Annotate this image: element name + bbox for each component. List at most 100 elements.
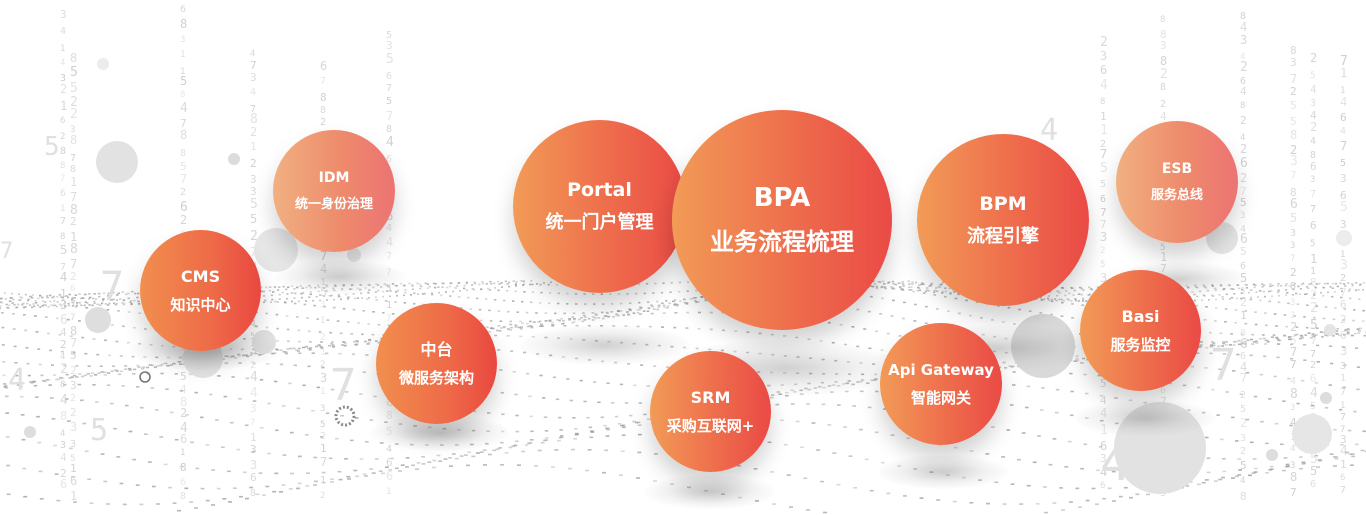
svg-text:5: 5 <box>70 349 77 362</box>
svg-text:2: 2 <box>1310 51 1317 65</box>
svg-text:3: 3 <box>1340 172 1347 185</box>
svg-text:5: 5 <box>1240 459 1247 472</box>
svg-text:2: 2 <box>250 360 256 371</box>
svg-text:7: 7 <box>320 249 327 263</box>
svg-text:3: 3 <box>250 71 257 84</box>
svg-text:7: 7 <box>386 314 391 324</box>
idm-bubble[interactable]: IDM 统一身份治理 <box>273 130 395 252</box>
shadow-srm <box>645 475 775 509</box>
svg-text:4: 4 <box>250 87 256 98</box>
svg-text:7: 7 <box>70 336 77 350</box>
svg-text:6: 6 <box>386 154 392 165</box>
svg-text:7: 7 <box>70 153 76 164</box>
svg-text:7: 7 <box>250 104 256 115</box>
svg-text:8: 8 <box>1290 128 1297 142</box>
svg-text:4: 4 <box>320 262 327 276</box>
svg-text:2: 2 <box>1240 416 1247 430</box>
svg-text:4: 4 <box>1100 406 1107 420</box>
svg-text:3: 3 <box>1100 271 1107 285</box>
svg-text:8: 8 <box>1240 11 1246 22</box>
svg-text:8: 8 <box>1240 101 1245 111</box>
bpa-bubble[interactable]: BPA 业务流程梳理 <box>672 110 892 330</box>
svg-text:4: 4 <box>386 444 392 455</box>
esb-bubble[interactable]: ESB 服务总线 <box>1116 121 1238 243</box>
svg-text:8: 8 <box>1290 470 1297 484</box>
svg-text:4: 4 <box>386 223 392 234</box>
svg-text:4: 4 <box>1310 136 1316 147</box>
svg-text:4: 4 <box>1100 394 1107 407</box>
svg-text:3: 3 <box>1290 228 1296 239</box>
svg-text:1: 1 <box>70 230 77 244</box>
svg-text:4: 4 <box>1240 360 1247 374</box>
zhongtai-bubble[interactable]: 中台 微服务架构 <box>376 303 497 424</box>
svg-text:6: 6 <box>1340 189 1347 202</box>
portal-title: Portal <box>567 179 632 202</box>
svg-text:3: 3 <box>1240 433 1246 444</box>
svg-text:7: 7 <box>1340 425 1345 435</box>
svg-text:4: 4 <box>1040 113 1058 148</box>
svg-text:8: 8 <box>1290 44 1297 57</box>
svg-text:4: 4 <box>1100 78 1108 93</box>
svg-text:7: 7 <box>386 268 391 278</box>
shadow-portal <box>520 325 690 365</box>
portal-bubble[interactable]: Portal 统一门户管理 <box>513 120 686 293</box>
svg-text:7: 7 <box>1100 147 1107 161</box>
svg-text:1: 1 <box>1160 250 1167 264</box>
cms-subtitle: 知识中心 <box>170 296 231 315</box>
svg-text:3: 3 <box>70 420 77 434</box>
srm-bubble[interactable]: SRM 采购互联网+ <box>650 351 771 472</box>
svg-text:6: 6 <box>60 313 68 328</box>
svg-text:6: 6 <box>1160 385 1166 396</box>
svg-text:5: 5 <box>1160 243 1165 253</box>
svg-text:7: 7 <box>70 257 77 271</box>
svg-text:5: 5 <box>1310 239 1315 249</box>
svg-text:6: 6 <box>1240 76 1246 87</box>
svg-text:6: 6 <box>60 188 66 199</box>
basi-bubble[interactable]: Basi 服务监控 <box>1080 270 1201 391</box>
svg-text:4: 4 <box>386 135 394 150</box>
svg-text:4: 4 <box>1100 465 1107 479</box>
svg-text:6: 6 <box>1340 329 1347 342</box>
svg-text:3: 3 <box>1100 230 1107 244</box>
svg-text:7: 7 <box>250 245 257 259</box>
svg-text:8: 8 <box>386 409 393 422</box>
svg-text:6: 6 <box>1340 111 1347 124</box>
svg-text:5: 5 <box>70 454 75 464</box>
svg-text:2: 2 <box>1240 142 1247 156</box>
bpm-bubble[interactable]: BPM 流程引擎 <box>917 134 1089 306</box>
svg-text:1: 1 <box>1340 401 1345 411</box>
svg-text:1: 1 <box>60 99 67 113</box>
svg-text:1: 1 <box>320 442 327 455</box>
svg-text:2: 2 <box>1100 139 1106 150</box>
svg-text:2: 2 <box>1240 390 1246 401</box>
svg-text:8: 8 <box>1160 54 1167 68</box>
svg-text:3: 3 <box>1100 452 1107 465</box>
svg-text:8: 8 <box>60 409 67 423</box>
svg-text:7: 7 <box>180 117 187 130</box>
svg-text:8: 8 <box>1310 150 1316 161</box>
svg-text:2: 2 <box>1290 85 1297 98</box>
svg-text:6: 6 <box>1100 481 1105 491</box>
bpa-title: BPA <box>753 183 811 213</box>
svg-text:4: 4 <box>8 363 26 398</box>
cms-bubble[interactable]: CMS 知识中心 <box>140 230 261 351</box>
svg-text:3: 3 <box>250 173 257 186</box>
svg-text:2: 2 <box>250 157 257 170</box>
svg-text:2: 2 <box>1160 99 1166 110</box>
svg-text:5: 5 <box>60 243 67 257</box>
svg-text:1: 1 <box>180 448 185 458</box>
svg-text:6: 6 <box>60 116 65 126</box>
svg-text:6: 6 <box>1240 337 1248 352</box>
svg-text:7: 7 <box>1310 204 1316 215</box>
api-gateway-bubble[interactable]: Api Gateway 智能网关 <box>880 323 1002 445</box>
svg-text:3: 3 <box>1310 98 1316 109</box>
svg-text:7: 7 <box>1240 185 1247 198</box>
svg-text:2: 2 <box>320 491 325 501</box>
svg-text:2: 2 <box>1310 288 1317 302</box>
svg-text:5: 5 <box>1240 287 1245 297</box>
svg-text:7: 7 <box>386 109 393 123</box>
svg-text:6: 6 <box>70 284 75 294</box>
svg-text:6: 6 <box>1240 232 1248 247</box>
svg-text:4: 4 <box>1240 85 1247 98</box>
cms-title: CMS <box>180 266 221 286</box>
